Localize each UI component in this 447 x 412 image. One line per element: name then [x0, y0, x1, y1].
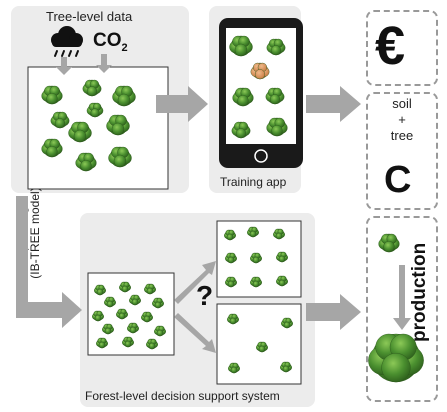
dead-tree-icon — [250, 62, 270, 80]
tree-icon — [227, 313, 239, 325]
branch-arrow-up — [174, 261, 216, 304]
tree-icon — [228, 362, 240, 374]
tree-icon — [250, 276, 262, 288]
tree-icon — [92, 310, 104, 322]
question-mark: ? — [196, 280, 214, 311]
tree-icon — [144, 283, 156, 295]
tree-icon — [154, 325, 166, 337]
tree-icon — [41, 138, 63, 158]
tree-icon — [108, 146, 132, 168]
tree-icon — [106, 114, 130, 136]
carbon-plus: + — [398, 112, 406, 127]
arrow-to-training-app — [156, 86, 208, 122]
tree-icon — [129, 294, 141, 306]
tree-icon — [229, 35, 253, 57]
euro-box — [366, 10, 438, 86]
large-tree-icon — [368, 333, 424, 383]
co2-label: CO2 — [93, 30, 128, 54]
tree-icon — [104, 296, 116, 308]
forest-level-label: Forest-level decision support system — [85, 389, 280, 403]
tree-icon — [276, 251, 288, 263]
branch-arrow-down — [174, 313, 216, 353]
carbon-box — [366, 92, 438, 210]
euro-symbol: € — [375, 16, 406, 76]
tree-icon — [41, 85, 63, 105]
training-app-label: Training app — [220, 175, 287, 189]
tree-icon — [94, 284, 106, 296]
carbon-symbol: C — [384, 159, 412, 201]
co2-arrow — [96, 54, 112, 73]
tree-icon — [224, 229, 236, 241]
upscaling-arrow — [16, 196, 82, 328]
tree-icon — [225, 276, 237, 288]
tree-icon — [86, 102, 104, 118]
tree-icon — [122, 336, 134, 348]
small-tree-icon — [378, 233, 400, 253]
phone-icon — [219, 18, 303, 168]
tree-icon — [119, 281, 131, 293]
tree-icon — [141, 311, 153, 323]
tree-icons — [41, 35, 424, 383]
tree-icon — [146, 338, 158, 350]
co2-subscript: 2 — [121, 41, 128, 54]
arrow-to-outputs — [306, 86, 361, 122]
rain-cloud-icon — [51, 26, 83, 57]
tree-icon — [266, 38, 286, 56]
carbon-tree: tree — [390, 128, 414, 143]
tree-icon — [250, 252, 262, 264]
tree-icon — [112, 85, 136, 107]
rain-arrow — [56, 57, 72, 75]
tree-icon — [102, 323, 114, 335]
co2-main: CO — [93, 30, 122, 51]
tree-icon — [281, 317, 293, 329]
tree-icon — [265, 87, 285, 105]
production-arrow — [393, 265, 411, 330]
tree-level-title: Tree-level data — [46, 9, 133, 24]
arrow-forest-to-outputs — [306, 294, 361, 330]
carbon-text: soil + tree — [366, 96, 438, 144]
tree-icon — [231, 121, 251, 139]
tree-icon — [152, 297, 164, 309]
tree-icon — [127, 322, 139, 334]
tree-icon — [96, 337, 108, 349]
tree-icon — [82, 79, 102, 97]
tree-icon — [273, 228, 285, 240]
tree-icon — [256, 341, 268, 353]
tree-icon — [116, 308, 128, 320]
tree-icon — [225, 252, 237, 264]
tree-icon — [280, 361, 292, 373]
tree-icon — [266, 117, 288, 137]
tree-icon — [247, 226, 259, 238]
tree-icon — [50, 111, 70, 129]
tree-icon — [68, 121, 92, 143]
carbon-soil: soil — [392, 96, 412, 111]
tree-icon — [232, 87, 254, 107]
tree-icon — [75, 152, 97, 172]
tree-icon — [276, 275, 288, 287]
